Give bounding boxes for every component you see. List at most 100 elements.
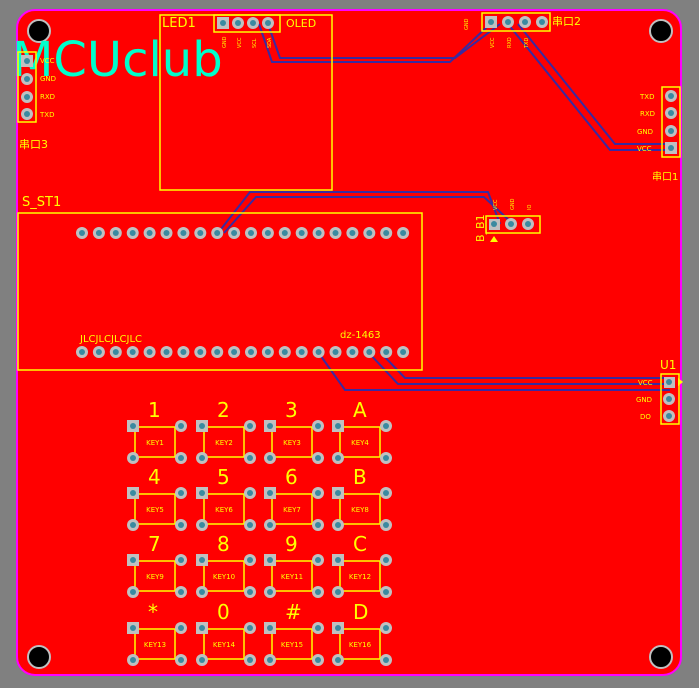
mounting-hole (27, 19, 51, 43)
keypad-key-label: 7 (148, 532, 161, 556)
keypad-key-label: 2 (217, 398, 230, 422)
svg-text:GND: GND (637, 128, 653, 136)
uart1-header: TXD RXD GND VCC 串口1 (637, 86, 681, 183)
keypad-key-label: 1 (148, 398, 161, 422)
uart2-outline (481, 12, 551, 32)
keypad-key-designator: KEY16 (349, 641, 372, 649)
keypad-key-designator: KEY2 (215, 439, 233, 447)
keypad-key-label: 6 (285, 465, 298, 489)
uart1-outline (661, 86, 681, 158)
keypad-key-label: * (148, 600, 158, 624)
uart1-designator: 串口1 (652, 171, 678, 183)
mounting-hole (27, 645, 51, 669)
svg-text:TXD: TXD (524, 38, 530, 49)
sst1-pin-row-top (76, 227, 410, 239)
bb1-designator: B_B1 (474, 214, 487, 242)
keypad-key-label: 0 (217, 600, 230, 624)
brand-logo: MCUclub (12, 32, 223, 88)
u1-outline (660, 373, 680, 425)
led1-pins (217, 17, 274, 29)
uart3-outline (17, 51, 37, 123)
led1-model-label: OLED (286, 17, 316, 30)
svg-text:DO: DO (640, 413, 651, 421)
sst1-part-label: dz-1463 (340, 330, 381, 341)
keypad-key-label: 4 (148, 465, 161, 489)
svg-text:RXD: RXD (640, 110, 655, 118)
keypad-key: D KEY16 (332, 600, 392, 666)
svg-text:IO: IO (527, 205, 533, 210)
keypad-key: A KEY4 (332, 398, 392, 464)
sst1-designator: S_ST1 (22, 195, 61, 210)
keypad-matrix: 1KEY12KEY23KEY3AKEY44KEY55KEY66KEY7BKEY8… (127, 398, 392, 666)
svg-text:TXD: TXD (639, 93, 654, 101)
keypad-key: # KEY15 (264, 600, 324, 666)
keypad-key: * KEY13 (127, 600, 187, 666)
keypad-key-label: D (353, 600, 368, 624)
uart2-designator: 串口2 (552, 15, 581, 28)
svg-text:VCC: VCC (40, 57, 55, 65)
keypad-key-designator: KEY8 (351, 506, 369, 514)
sst1-outline (17, 212, 423, 371)
keypad-key-designator: KEY6 (215, 506, 233, 514)
led1-designator: LED1 (162, 16, 196, 31)
keypad-key-designator: KEY3 (283, 439, 301, 447)
sst1-footprint-label: JLCJLCJLCJLC (79, 334, 142, 345)
keypad-key-label: 3 (285, 398, 298, 422)
svg-text:GND: GND (40, 75, 56, 83)
svg-text:VCC: VCC (637, 145, 652, 153)
led1-header-outline (213, 14, 281, 33)
keypad-key-designator: KEY12 (349, 573, 371, 581)
keypad-key-designator: KEY1 (146, 439, 164, 447)
uart3-designator: 串口3 (19, 138, 48, 151)
sst1-module: S_ST1 JLCJLCJLCJLC dz-1463 (17, 195, 423, 371)
svg-text:SCL: SCL (252, 38, 258, 48)
keypad-key-designator: KEY10 (213, 573, 235, 581)
svg-text:VCC: VCC (638, 379, 653, 387)
svg-text:GND: GND (636, 396, 652, 404)
svg-text:RXD: RXD (507, 37, 513, 48)
keypad-key-designator: KEY5 (146, 506, 164, 514)
svg-text:TXD: TXD (39, 111, 54, 119)
keypad-key-designator: KEY11 (281, 573, 303, 581)
svg-text:GND: GND (464, 18, 470, 30)
board-outline (16, 9, 682, 676)
keypad-key-label: # (285, 600, 302, 624)
keypad-key-designator: KEY9 (146, 573, 164, 581)
uart3-header: VCC GND RXD TXD 串口3 (17, 51, 56, 151)
keypad-key-label: B (353, 465, 367, 489)
keypad-key-label: 8 (217, 532, 230, 556)
led1-oled-module: LED1 OLED GND VCC SCL SDA (159, 14, 333, 191)
bb1-header: VCC GND IO B_B1 (474, 198, 541, 242)
keypad-key-designator: KEY14 (213, 641, 236, 649)
mounting-hole (649, 645, 673, 669)
keypad-key-label: 9 (285, 532, 298, 556)
sst1-pin-row-bottom (76, 346, 410, 358)
svg-text:VCC: VCC (237, 37, 243, 48)
u1-designator: U1 (660, 358, 676, 372)
mounting-hole (649, 19, 673, 43)
svg-text:VCC: VCC (493, 199, 499, 210)
svg-text:VCC: VCC (490, 37, 496, 48)
bb1-outline (485, 215, 541, 234)
traces (217, 23, 670, 391)
keypad-key-designator: KEY13 (144, 641, 166, 649)
keypad-key-designator: KEY15 (281, 641, 303, 649)
svg-text:GND: GND (222, 36, 228, 48)
keypad-key-designator: KEY4 (351, 439, 369, 447)
keypad-key-label: A (353, 398, 367, 422)
mounting-holes (27, 19, 673, 669)
keypad-key-label: 5 (217, 465, 230, 489)
keypad-key: B KEY8 (332, 465, 392, 531)
u1-header: VCC GND DO U1 (636, 358, 683, 425)
